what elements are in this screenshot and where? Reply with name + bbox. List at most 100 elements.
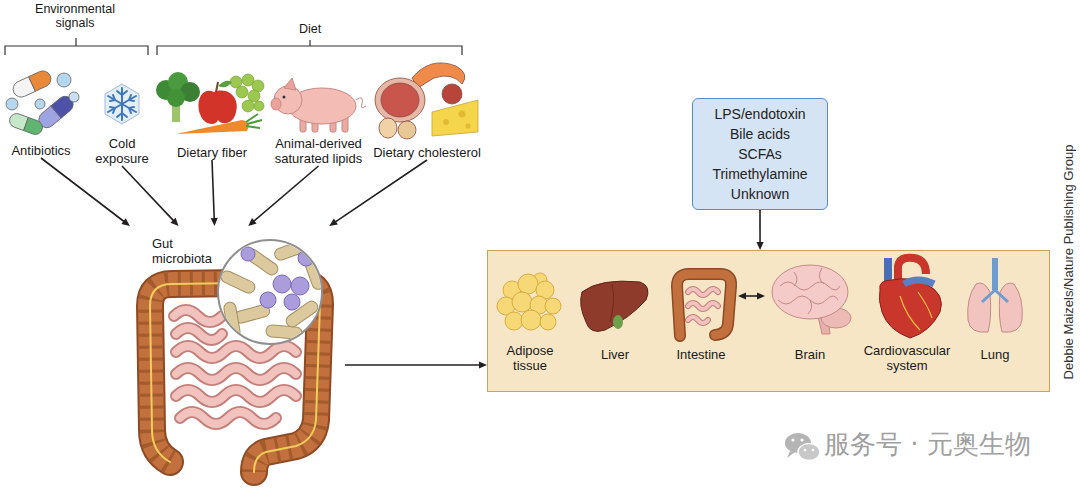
input-item: Cold exposure	[92, 80, 152, 166]
connector-line	[335, 160, 427, 222]
meat-cheese-icon	[432, 100, 478, 136]
connector-line	[122, 166, 174, 221]
antibiotics-icon	[29, 68, 54, 91]
adipose-icon	[540, 314, 556, 330]
antibiotics-icon	[35, 99, 45, 109]
pig-icon	[271, 98, 281, 110]
organ-item: Brain	[765, 262, 855, 362]
group-heading: Diet	[285, 22, 335, 36]
connector-line	[41, 158, 124, 222]
organ-label: Lung	[965, 347, 1025, 362]
intestine-icon	[677, 274, 731, 336]
liver-icon	[581, 281, 648, 331]
item-label: Dietary fiber	[157, 145, 267, 160]
meat-cheese-icon	[381, 83, 419, 117]
group-heading: Environmental signals	[25, 2, 125, 30]
organ-label: Liver	[579, 347, 651, 362]
wechat-icon	[791, 438, 794, 441]
meat-cheese-icon	[398, 121, 416, 139]
antibiotics-icon	[6, 98, 18, 110]
metabolite-text: Unknown	[697, 184, 823, 204]
vegetables-icon	[246, 114, 262, 128]
bracket	[157, 40, 462, 55]
antibiotics-icon	[8, 112, 45, 137]
adipose-icon	[518, 274, 538, 294]
arrow-head	[329, 219, 338, 226]
lung-icon	[999, 283, 1022, 332]
meat-cheese-icon	[412, 63, 465, 88]
vegetables-icon	[236, 86, 248, 98]
brain-icon	[772, 265, 848, 319]
heart-icon	[900, 292, 932, 330]
arrow-head	[211, 218, 218, 226]
item-label: Antibiotics	[5, 143, 77, 158]
metabolite-text: Bile acids	[697, 124, 823, 144]
brain-icon	[772, 265, 851, 334]
bracket	[5, 38, 462, 55]
magnified-bacteria	[219, 238, 326, 339]
organ-label: Brain	[765, 347, 855, 362]
magnified-bacteria	[241, 247, 314, 310]
organ-label: Adipose tissue	[498, 343, 562, 373]
pig-icon	[271, 78, 366, 132]
metabolite-text: Trimethylamine	[697, 164, 823, 184]
connector-line	[212, 160, 214, 219]
brain-icon	[778, 268, 840, 314]
watermark-text: 服务号 · 元奥生物	[824, 428, 1031, 460]
vegetables-icon	[242, 100, 254, 112]
vegetables-icon	[156, 72, 264, 134]
vegetables-icon	[176, 120, 249, 134]
connector-arrow	[345, 361, 487, 368]
intestine-icon	[688, 289, 718, 323]
magnified-bacteria	[223, 301, 241, 339]
connector-line	[345, 364, 480, 366]
magnified-bacteria	[291, 277, 309, 295]
organ-item: Intestine	[664, 262, 738, 362]
pig-icon	[283, 96, 286, 99]
magnified-bacteria	[273, 275, 291, 293]
metabolite-text: LPS/endotoxin	[697, 104, 823, 124]
meat-cheese-icon	[466, 124, 471, 129]
connector-line	[254, 166, 319, 221]
pig-icon	[356, 98, 366, 108]
organ-label: Intestine	[664, 347, 738, 362]
input-item: Animal-derived saturated lipids	[268, 72, 369, 166]
meat-cheese-icon	[443, 119, 449, 125]
panel-fill	[487, 250, 1050, 392]
arrow-head	[248, 218, 256, 226]
magnified-bacteria	[266, 324, 303, 339]
adipose-icon	[505, 312, 523, 330]
vegetables-icon	[167, 89, 185, 107]
magnified-bacteria	[260, 292, 276, 308]
arrow-head	[756, 242, 763, 250]
credit-text: Debbie Maizels/Nature Publishing Group	[1061, 145, 1076, 380]
connector-arrow	[248, 166, 318, 226]
item-label: Animal-derived saturated lipids	[268, 136, 369, 166]
input-item: Antibiotics	[5, 62, 77, 158]
magnified-bacteria	[219, 269, 257, 295]
magnified-bacteria	[284, 294, 300, 310]
input-item: Dietary fiber	[157, 68, 267, 160]
snowflake-icon	[105, 84, 139, 124]
snowflake-icon	[105, 84, 139, 124]
antibiotics-icon	[10, 68, 53, 99]
intestine-icon	[688, 289, 718, 323]
connector-arrow	[41, 158, 130, 226]
meat-cheese-icon	[375, 78, 425, 122]
connector-arrow	[211, 160, 218, 226]
adipose-icon	[497, 273, 561, 330]
metabolite-text: SCFAs	[697, 144, 823, 164]
meat-cheese-icon	[375, 63, 478, 139]
connector-line	[759, 210, 761, 243]
item-label: Dietary cholesterol	[371, 145, 483, 160]
vegetables-icon	[216, 82, 218, 92]
liver-icon	[581, 281, 648, 331]
antibiotics-icon	[6, 68, 79, 136]
arrow-head	[121, 218, 130, 226]
intestine-icon	[677, 274, 731, 336]
snowflake-icon	[110, 91, 134, 117]
liver-icon	[613, 315, 623, 329]
magnified-bacteria	[218, 240, 322, 344]
wechat-icon	[804, 449, 807, 452]
heart-icon	[879, 258, 941, 338]
